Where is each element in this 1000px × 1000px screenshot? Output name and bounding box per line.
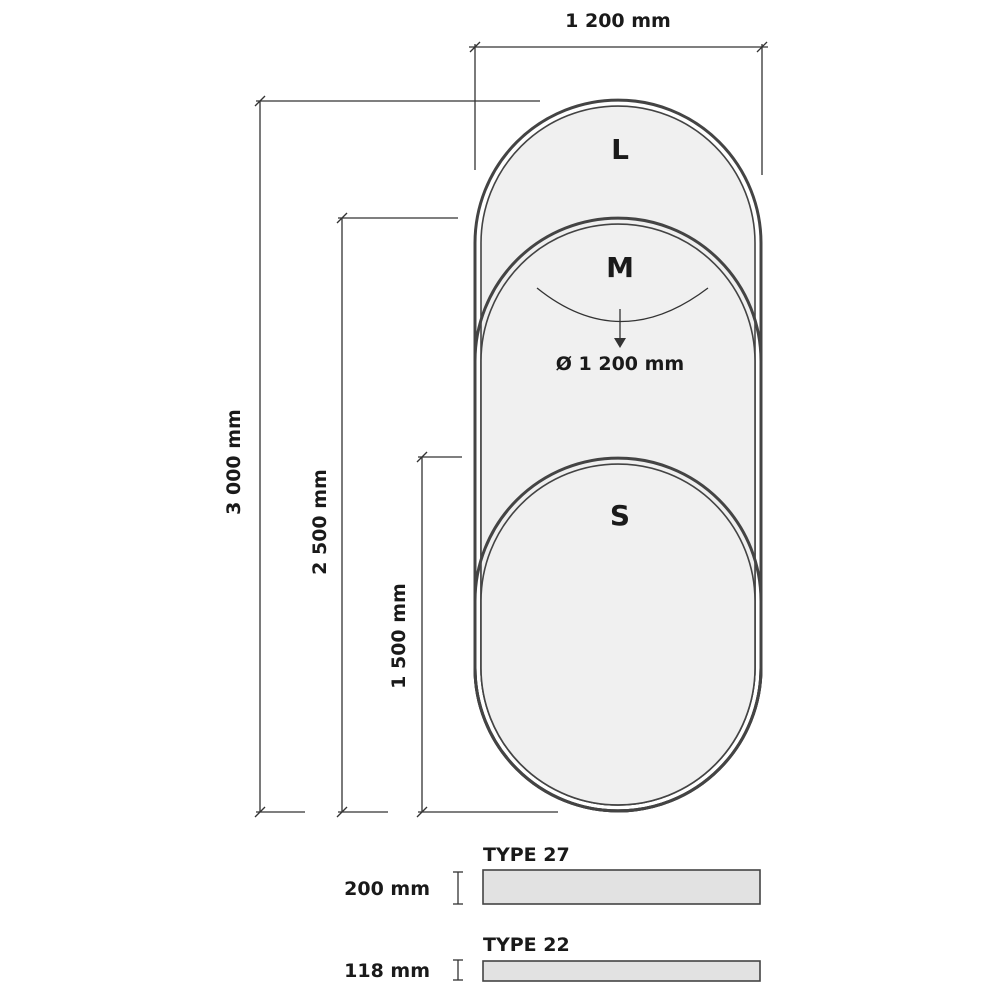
diameter-label: Ø 1 200 mm [556,353,684,375]
size-label-s: S [610,499,630,532]
thickness-bracket-icon [453,959,463,981]
type-27-label: TYPE 27 [483,844,570,866]
arrow-down-icon [614,338,626,348]
height-l-dimension-line [254,95,540,818]
type-27-board [482,869,761,905]
size-label-m: M [606,251,634,284]
height-m-label: 2 500 mm [309,469,331,575]
type-22-label: TYPE 22 [483,934,570,956]
type-22-thickness: 118 mm [344,960,430,982]
diameter-indicator [536,287,709,348]
type-22-board [482,960,761,982]
size-label-l: L [611,133,629,166]
height-s-dimension-line [416,451,558,818]
thickness-bracket-icon [453,871,463,905]
width-label: 1 200 mm [565,10,671,32]
height-m-dimension-line [336,212,458,818]
shape-s [473,456,763,813]
height-s-label: 1 500 mm [388,583,410,689]
width-dimension-line [469,41,768,175]
type-27-thickness: 200 mm [344,878,430,900]
height-l-label: 3 000 mm [223,409,245,515]
